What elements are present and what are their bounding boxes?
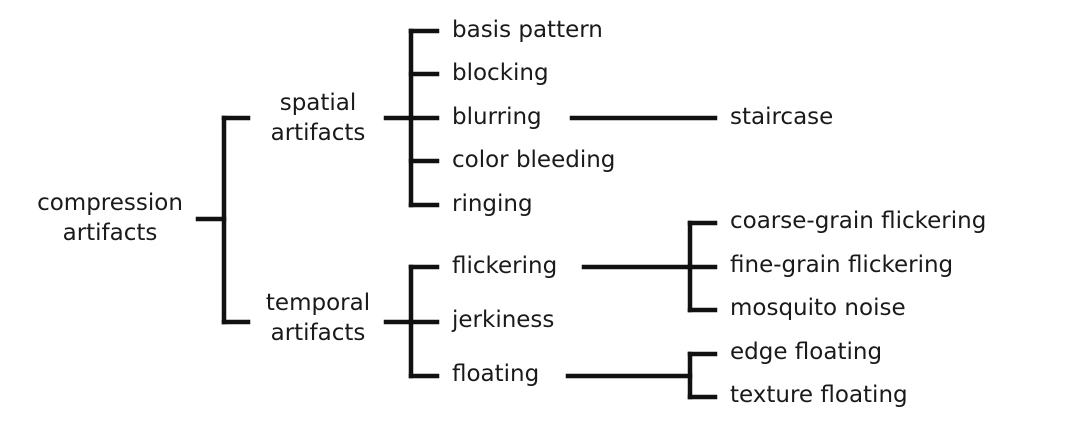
node-blocking: blocking: [452, 60, 549, 86]
node-staircase: staircase: [730, 104, 834, 130]
node-mosquito-noise: mosquito noise: [730, 295, 906, 321]
root-node: compression artifacts: [37, 188, 183, 248]
node-jerkiness: jerkiness: [452, 307, 555, 333]
root-label-line1: compression: [37, 190, 183, 216]
node-color-bleeding: color bleeding: [452, 147, 616, 173]
spatial-label-line1: spatial: [279, 90, 357, 116]
node-texture-floating: texture floating: [730, 382, 908, 408]
temporal-artifacts-node: temporal artifacts: [266, 288, 370, 348]
node-basis-pattern: basis pattern: [452, 17, 603, 43]
spatial-label-line2: artifacts: [270, 120, 366, 146]
node-floating: floating: [452, 361, 540, 387]
temporal-label-line2: artifacts: [270, 320, 366, 346]
node-blurring: blurring: [452, 104, 542, 130]
root-label-line2: artifacts: [62, 220, 158, 246]
node-edge-floating: edge floating: [730, 339, 883, 365]
temporal-label-line1: temporal: [265, 290, 371, 316]
node-coarse-grain-flickering: coarse-grain flickering: [730, 208, 987, 234]
node-fine-grain-flickering: fine-grain flickering: [730, 252, 954, 278]
spatial-artifacts-node: spatial artifacts: [271, 88, 366, 148]
node-ringing: ringing: [452, 191, 533, 217]
node-flickering: flickering: [452, 253, 558, 279]
